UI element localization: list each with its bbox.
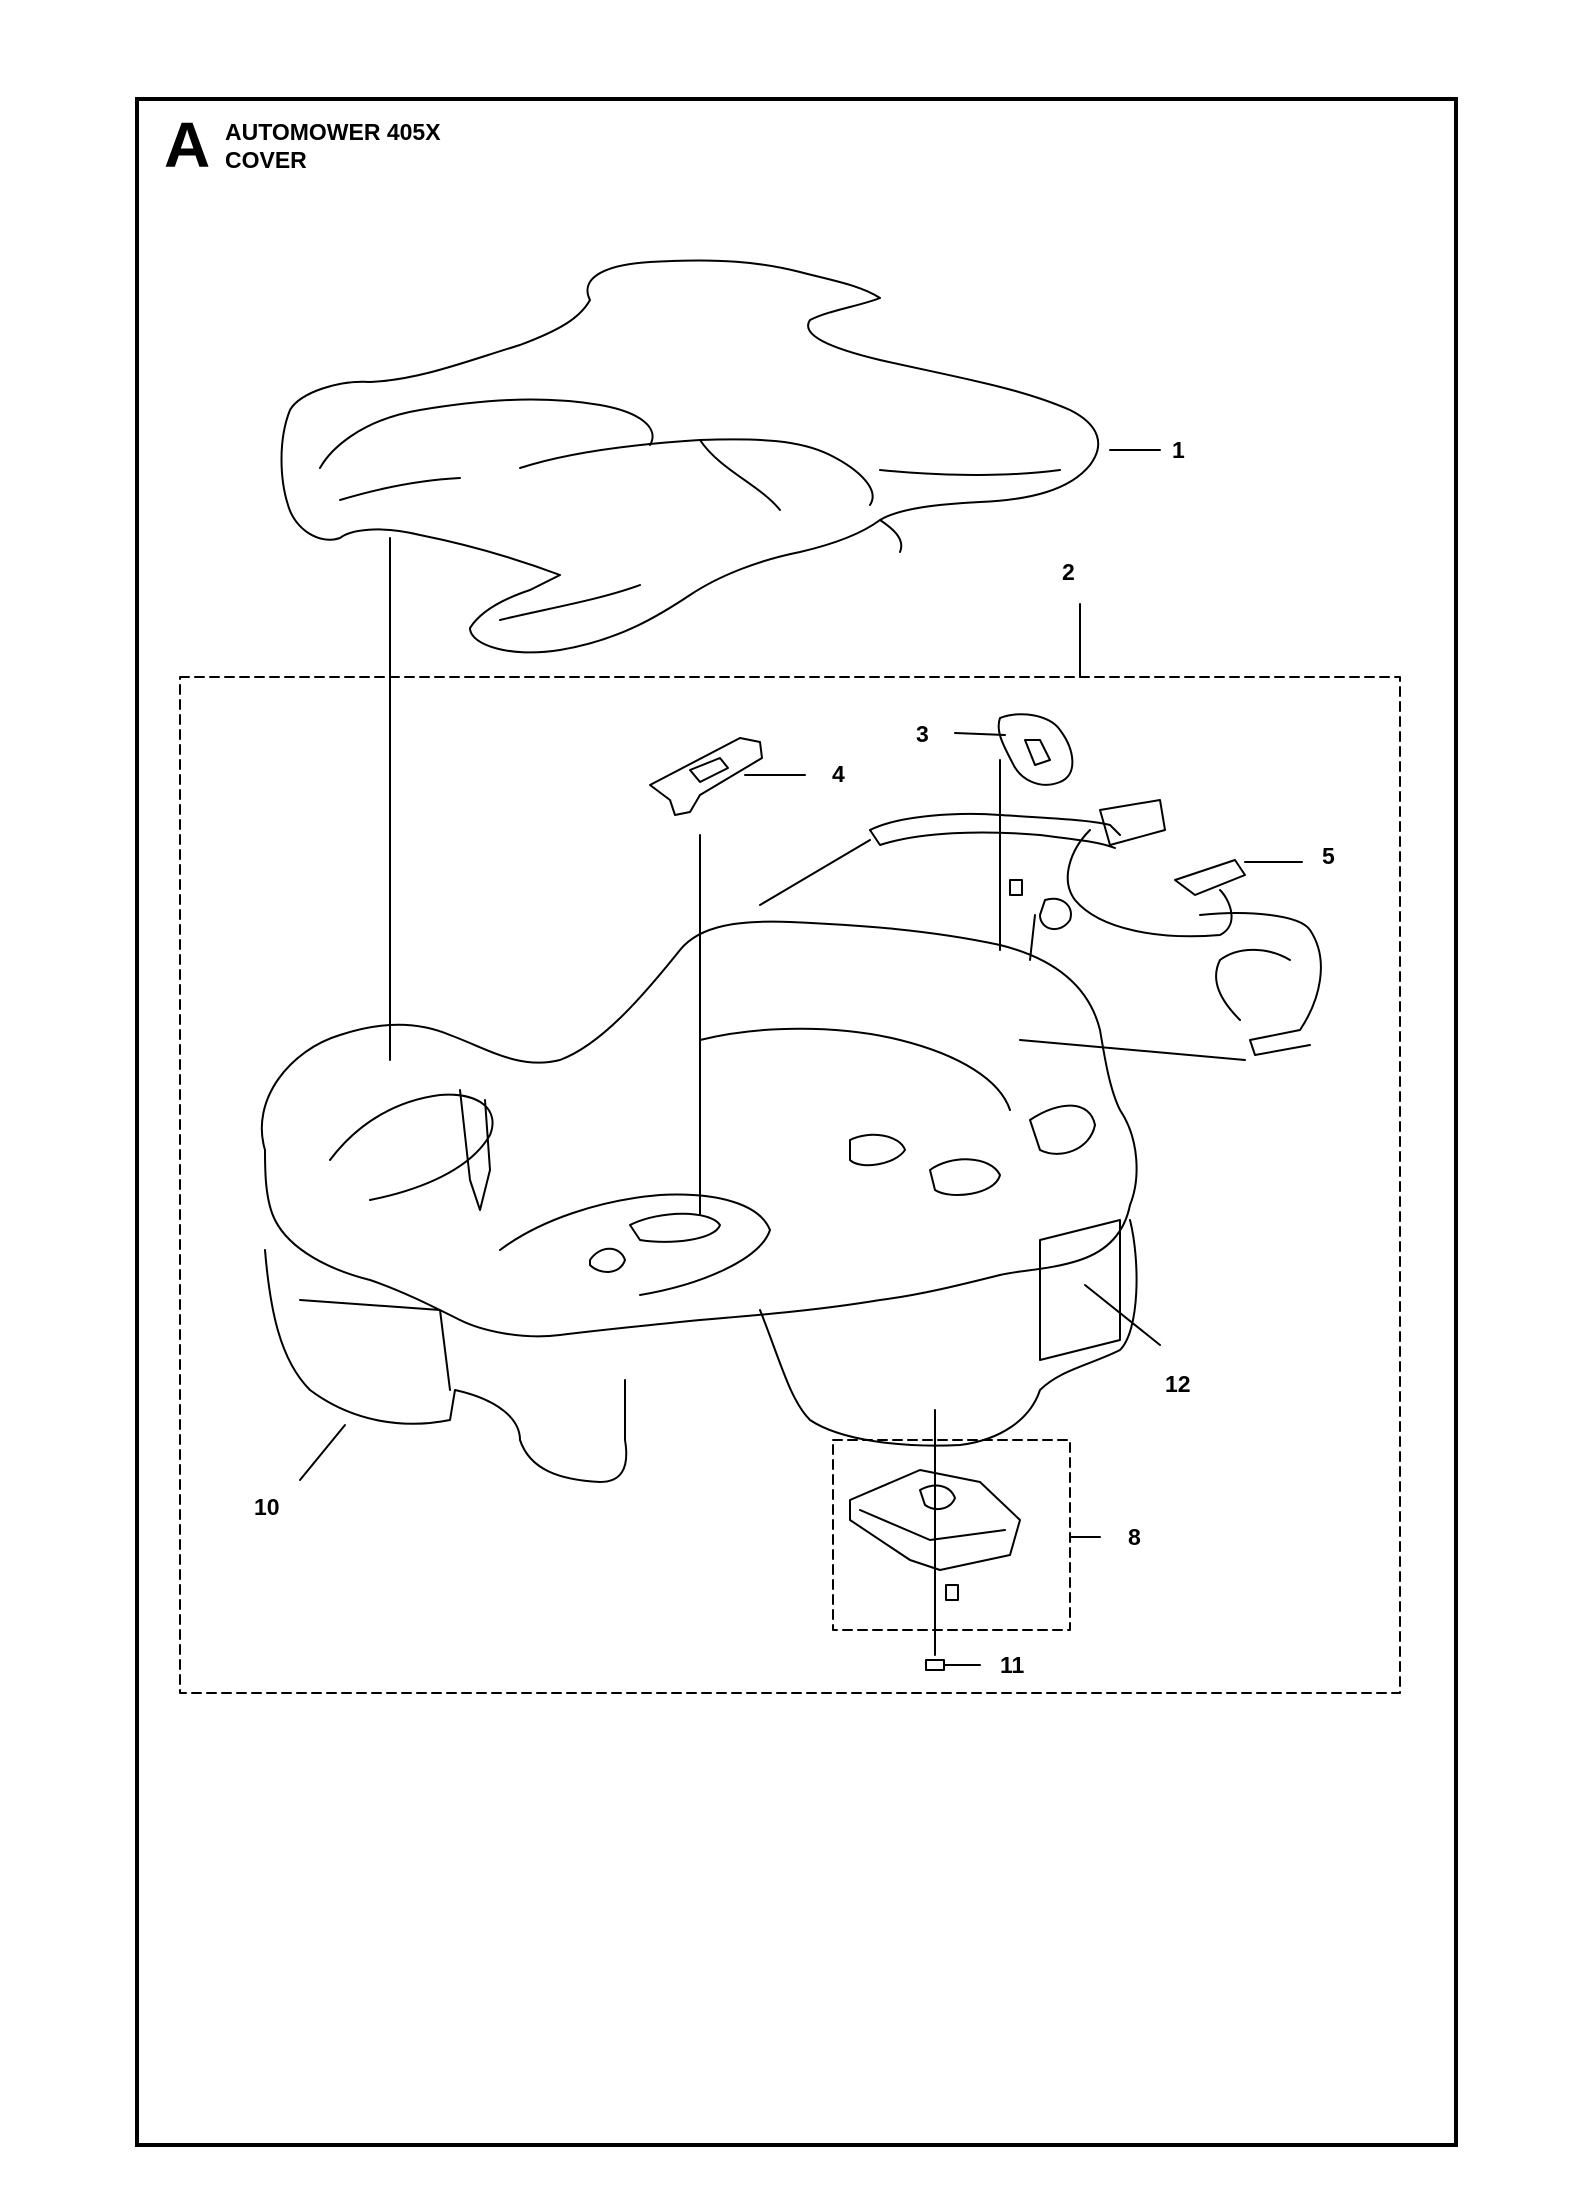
leader-line-3 bbox=[954, 732, 1006, 736]
callout-3: 3 bbox=[916, 721, 929, 747]
callout-5: 5 bbox=[1322, 843, 1335, 869]
callout-10: 10 bbox=[254, 1494, 280, 1520]
page-frame bbox=[135, 97, 1458, 2147]
part-4-clip bbox=[649, 737, 763, 816]
section-letter: A bbox=[164, 109, 211, 181]
callout-11: 11 bbox=[1000, 1652, 1025, 1678]
title-subtitle: COVER bbox=[225, 147, 307, 173]
part-11-screw bbox=[925, 1659, 945, 1671]
callout-2: 2 bbox=[1062, 559, 1075, 585]
callout-1: 1 bbox=[1172, 437, 1185, 463]
callout-12: 12 bbox=[1165, 1371, 1191, 1397]
part-5-cable-harness bbox=[869, 799, 1322, 1056]
diagram-title: AUTOMOWER 405X COVER bbox=[225, 118, 441, 174]
assembly-box-8 bbox=[832, 1439, 1071, 1631]
callout-8: 8 bbox=[1128, 1524, 1141, 1550]
callout-4: 4 bbox=[832, 761, 845, 787]
leader-line-10 bbox=[299, 1424, 346, 1481]
part-10-main-body bbox=[260, 920, 1138, 1483]
assembly-box-2 bbox=[179, 676, 1401, 1694]
part-3-logo-emblem bbox=[997, 713, 1074, 786]
leader-line-12 bbox=[1084, 1284, 1161, 1346]
title-model: AUTOMOWER 405X bbox=[225, 119, 441, 145]
part-1-top-shell bbox=[280, 259, 1100, 654]
part-8-bracket bbox=[849, 1469, 1021, 1601]
leader-line-top bbox=[759, 839, 871, 906]
leader-line-right bbox=[1019, 1039, 1246, 1061]
